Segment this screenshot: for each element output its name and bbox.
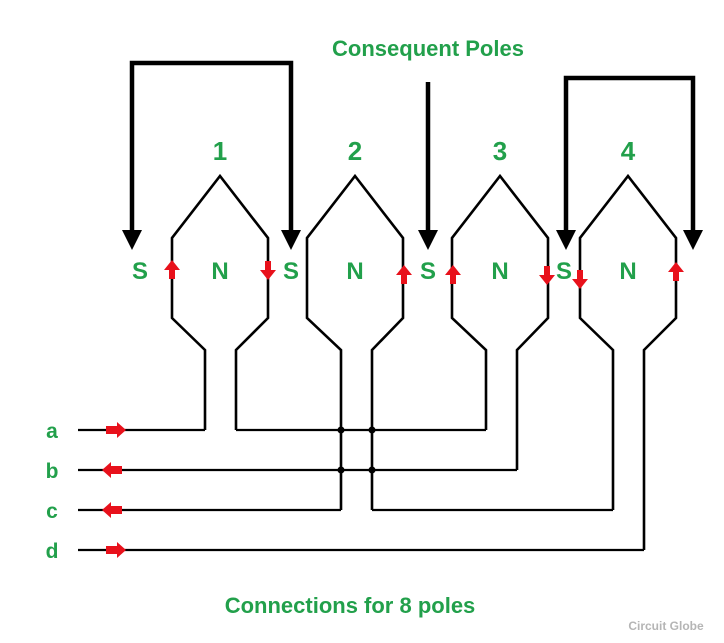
coil-number-3: 3 [493, 136, 507, 166]
current-arrows [164, 260, 684, 289]
diagram-title: Consequent Poles [332, 36, 524, 61]
pole-label-s: S [283, 258, 299, 285]
flux-arrowhead-3 [418, 230, 438, 250]
junction-dot [337, 426, 345, 434]
coil-4 [578, 173, 678, 550]
flux-path-right [563, 75, 696, 232]
pole-label-n: N [491, 258, 508, 285]
pole-label-n: N [211, 258, 228, 285]
diagram-caption: Connections for 8 poles [225, 593, 476, 618]
up-arrow-icon [668, 262, 684, 281]
coil-number-2: 2 [348, 136, 362, 166]
flux-arrowhead-1 [122, 230, 142, 250]
lead-label-a: a [46, 420, 58, 443]
left-arrow-icon [102, 462, 122, 478]
pole-label-s: S [420, 258, 436, 285]
coil-1 [170, 173, 270, 430]
right-arrow-icon [106, 542, 126, 558]
pole-label-s: S [556, 258, 572, 285]
down-arrow-icon [572, 270, 588, 289]
up-arrow-icon [445, 265, 461, 284]
wiring [78, 426, 644, 552]
coil-number-4: 4 [621, 136, 636, 166]
right-arrow-icon [106, 422, 126, 438]
lead-label-b: b [46, 460, 59, 483]
coil-number-1: 1 [213, 136, 227, 166]
up-arrow-icon [164, 260, 180, 279]
lead-arrows [102, 422, 126, 558]
down-arrow-icon [539, 266, 555, 285]
watermark: Circuit Globe [628, 619, 704, 633]
up-arrow-icon [396, 265, 412, 284]
junction-dot [337, 466, 345, 474]
flux-paths [122, 60, 703, 250]
lead-label-d: d [46, 540, 59, 563]
flux-arrowhead-4 [556, 230, 576, 250]
left-arrow-icon [102, 502, 122, 518]
flux-arrowhead-5 [683, 230, 703, 250]
junction-dot [368, 466, 376, 474]
pole-label-n: N [619, 258, 636, 285]
coils [170, 173, 678, 550]
coil-2 [305, 173, 405, 510]
pole-label-s: S [132, 258, 148, 285]
lead-label-c: c [46, 500, 58, 523]
down-arrow-icon [260, 261, 276, 280]
pole-label-n: N [346, 258, 363, 285]
junction-dot [368, 426, 376, 434]
coil-3 [450, 173, 550, 470]
flux-arrowhead-2 [281, 230, 301, 250]
flux-path-left [129, 60, 294, 232]
